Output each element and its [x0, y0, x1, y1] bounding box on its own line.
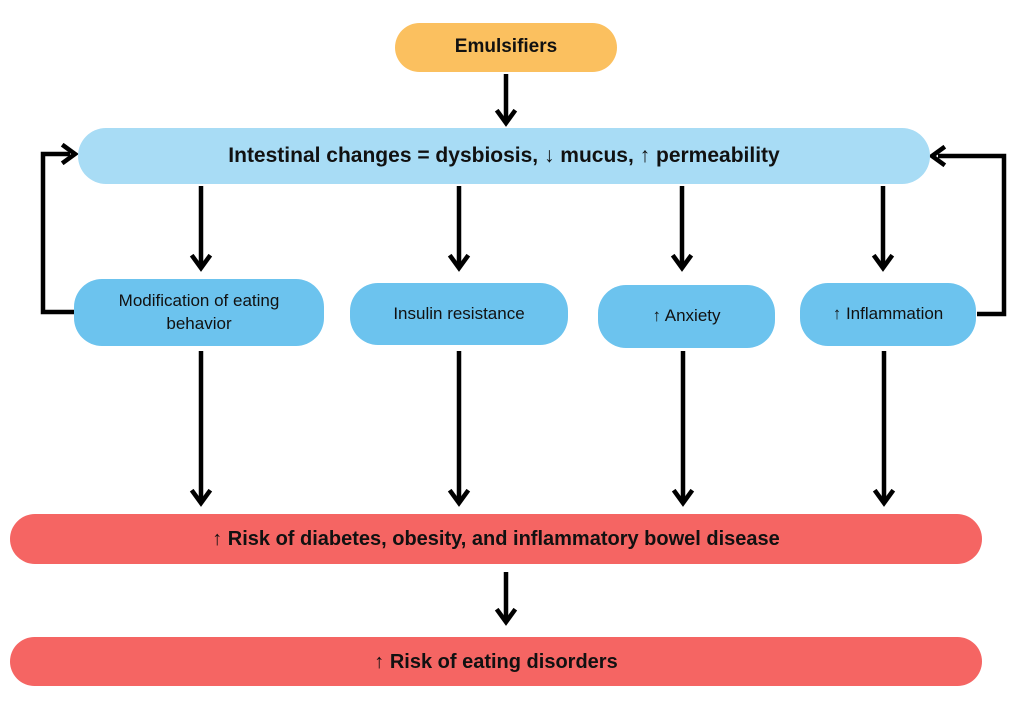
emulsifiers-node: Emulsifiers [395, 23, 617, 72]
arrow-intestinal-to-anxiety [670, 186, 694, 272]
arrow-intestinal-to-insulin-resistance [447, 186, 471, 272]
eating-behavior-label: Modification of eating behavior [118, 291, 280, 333]
risk-eating-disorders-label: ↑ Risk of eating disorders [374, 650, 618, 673]
anxiety-node: ↑ Anxiety [598, 285, 775, 348]
arrow-insulin-resistance-to-risk [447, 351, 471, 507]
risk-diseases-label: ↑ Risk of diabetes, obesity, and inflamm… [212, 528, 780, 550]
insulin-resistance-label: Insulin resistance [393, 303, 525, 323]
intestinal-changes-label: Intestinal changes = dysbiosis, ↓ mucus,… [228, 144, 780, 168]
arrow-anxiety-to-risk [671, 351, 695, 507]
arrow-intestinal-to-inflammation [871, 186, 895, 272]
anxiety-label: ↑ Anxiety [652, 306, 721, 326]
risk-eating-disorders-node: ↑ Risk of eating disorders [10, 637, 982, 686]
arrow-inflammation-to-risk [872, 351, 896, 507]
feedback-arrow-eating-behavior-to-intestinal [40, 142, 79, 315]
arrow-intestinal-to-eating-behavior [189, 186, 213, 272]
inflammation-label: ↑ Inflammation [832, 304, 944, 324]
insulin-resistance-node: Insulin resistance [350, 283, 568, 345]
arrow-emulsifiers-to-intestinal [494, 74, 518, 127]
feedback-arrow-inflammation-to-intestinal [928, 144, 1007, 317]
emulsifiers-label: Emulsifiers [454, 36, 558, 58]
arrow-risk-diseases-to-eating-disorders [494, 572, 518, 626]
arrow-eating-behavior-to-risk [189, 351, 213, 507]
eating-behavior-node: Modification of eating behavior [74, 279, 324, 346]
inflammation-node: ↑ Inflammation [800, 283, 976, 346]
intestinal-changes-node: Intestinal changes = dysbiosis, ↓ mucus,… [78, 128, 930, 184]
risk-diseases-node: ↑ Risk of diabetes, obesity, and inflamm… [10, 514, 982, 564]
